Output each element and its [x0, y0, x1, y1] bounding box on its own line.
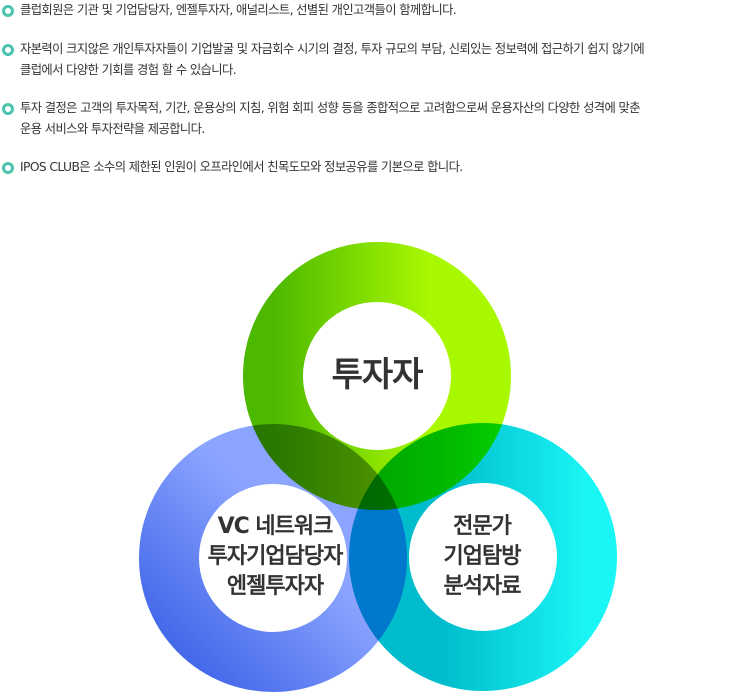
- ring-bullet-icon: [2, 103, 14, 115]
- ring-bullet-icon: [2, 44, 14, 56]
- top-circle-label: 투자자: [302, 352, 452, 398]
- left-circle-label: VC 네트워크 투자기업담당자 엔젤투자자: [195, 512, 355, 602]
- label-line: 엔젤투자자: [226, 574, 324, 599]
- item-text: 투자 결정은 고객의 투자목적, 기간, 운용상의 지침, 위험 회피 성향 등…: [20, 101, 641, 115]
- label-line: 분석자료: [443, 574, 522, 599]
- ring-bullet-icon: [2, 5, 14, 17]
- ring-bullet-icon: [2, 162, 14, 174]
- item-text: 클럽에서 다양한 기회를 경험 할 수 있습니다.: [20, 63, 237, 77]
- list-item: 투자 결정은 고객의 투자목적, 기간, 운용상의 지침, 위험 회피 성향 등…: [0, 98, 641, 140]
- list-item: 자본력이 크지않은 개인투자자들이 기업발굴 및 자금회수 시기의 결정, 투자…: [0, 39, 645, 81]
- item-text: 자본력이 크지않은 개인투자자들이 기업발굴 및 자금회수 시기의 결정, 투자…: [20, 42, 645, 56]
- right-circle-label: 전문가 기업탐방 분석자료: [407, 512, 557, 602]
- list-item: 클럽회원은 기관 및 기업담당자, 엔젤투자자, 애널리스트, 선별된 개인고객…: [0, 0, 457, 21]
- label-line: 투자자: [331, 355, 424, 395]
- item-text: IPOS CLUB은 소수의 제한된 인원이 오프라인에서 친목도모와 정보공유…: [20, 160, 463, 174]
- item-text: 클럽회원은 기관 및 기업담당자, 엔젤투자자, 애널리스트, 선별된 개인고객…: [20, 3, 457, 17]
- label-line: 전문가: [453, 514, 512, 539]
- label-line: VC 네트워크: [217, 514, 334, 539]
- label-line: 기업탐방: [443, 544, 522, 569]
- right-ring: [349, 423, 617, 691]
- label-line: 투자기업담당자: [207, 544, 344, 569]
- list-item: IPOS CLUB은 소수의 제한된 인원이 오프라인에서 친목도모와 정보공유…: [0, 157, 463, 178]
- item-text: 운용 서비스와 투자전략을 제공합니다.: [20, 122, 205, 136]
